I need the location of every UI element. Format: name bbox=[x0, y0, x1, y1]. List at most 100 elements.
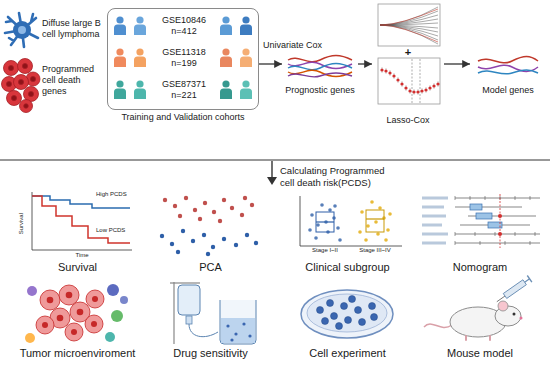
clinical-subgroup-plot bbox=[336, 226, 340, 230]
tumor-cells-icon bbox=[6, 81, 11, 86]
drug-sensitivity-illustration bbox=[226, 322, 251, 341]
tumor-microenvironment-illustration bbox=[86, 290, 104, 308]
mouse-model-illustration bbox=[424, 324, 452, 327]
result-panel: Mouse model bbox=[415, 278, 545, 360]
pca-scatter bbox=[202, 233, 206, 237]
tumor-cells-icon bbox=[14, 75, 29, 90]
pca-scatter bbox=[230, 206, 234, 210]
clinical-subgroup-plot bbox=[300, 196, 402, 246]
lasso-cv-plot bbox=[384, 69, 387, 72]
cell-experiment-illustration bbox=[301, 290, 393, 338]
cell-experiment-illustration bbox=[345, 317, 352, 324]
series-label: High PCDS bbox=[96, 191, 134, 198]
tumor-microenvironment-illustration bbox=[25, 284, 128, 343]
tumor-cells-icon bbox=[8, 65, 13, 70]
drug-sensitivity-illustration bbox=[226, 324, 229, 327]
lasso-cv-plot bbox=[382, 67, 438, 95]
cohort-people-icons bbox=[220, 48, 232, 67]
pca-scatter bbox=[160, 196, 258, 256]
step-caption: Model genes bbox=[466, 85, 550, 96]
tumor-microenvironment-illustration bbox=[92, 296, 98, 302]
cell-experiment-illustration bbox=[307, 294, 387, 332]
series-label: Low PCDS bbox=[96, 227, 134, 234]
pca-scatter bbox=[163, 198, 167, 202]
plus-sign: + bbox=[401, 46, 415, 59]
result-panel: Tumor microenviroment bbox=[15, 278, 140, 360]
cell-experiment-illustration bbox=[301, 290, 393, 338]
lasso-cv-plot bbox=[378, 58, 440, 104]
step-caption: Clinical subgroup bbox=[281, 261, 414, 274]
cell-experiment-illustration bbox=[349, 296, 356, 303]
lasso-cv-plot bbox=[378, 58, 440, 104]
down-arrow bbox=[271, 161, 272, 178]
group-label: Stage I~II bbox=[303, 247, 347, 254]
drug-sensitivity-illustration bbox=[173, 282, 174, 344]
clinical-subgroup-plot bbox=[374, 220, 378, 224]
tumor-microenvironment-illustration bbox=[36, 285, 104, 341]
cell-experiment-illustration bbox=[336, 323, 343, 330]
tumor-microenvironment-illustration bbox=[57, 315, 64, 322]
tumor-microenvironment-illustration bbox=[42, 322, 48, 328]
drug-sensitivity-illustration bbox=[230, 338, 233, 341]
mouse-model-illustration bbox=[498, 301, 508, 311]
flow-arrow bbox=[358, 63, 372, 64]
dlbcl-cell-icon bbox=[5, 13, 38, 47]
clinical-subgroup-plot bbox=[333, 204, 337, 208]
pca-scatter bbox=[218, 219, 222, 223]
cohort-people-icons bbox=[240, 16, 252, 35]
gene-set-step: Prognostic genes bbox=[282, 54, 358, 96]
model-genes-icon bbox=[478, 70, 538, 74]
tumor-cells-icon bbox=[22, 63, 27, 68]
clinical-subgroup-plot bbox=[370, 200, 374, 204]
step-caption: Drug sensitivity bbox=[144, 347, 277, 360]
lasso-step: Lasso-Cox bbox=[372, 2, 444, 126]
cell-experiment-illustration bbox=[317, 307, 324, 314]
lasso-cv-plot bbox=[388, 71, 391, 74]
cell-experiment-illustration bbox=[371, 314, 378, 321]
pca-scatter bbox=[160, 234, 164, 238]
pca-scatter bbox=[222, 198, 226, 202]
drug-sensitivity-illustration bbox=[186, 316, 192, 324]
tumor-microenvironment-illustration bbox=[59, 285, 79, 305]
node-text: Diffuse large B cell lymphoma bbox=[42, 18, 106, 40]
gene-set-step: Model genes bbox=[470, 54, 546, 96]
clinical-subgroup-plot bbox=[358, 230, 362, 234]
clinical-subgroup-plot bbox=[328, 208, 332, 212]
cell-experiment-illustration bbox=[369, 303, 376, 310]
pca-scatter bbox=[198, 217, 202, 221]
pca-scatter bbox=[173, 204, 177, 208]
clinical-subgroup-plot bbox=[366, 224, 370, 228]
clinical-subgroup-plot bbox=[300, 196, 402, 246]
clinical-subgroup-plot bbox=[388, 212, 392, 216]
step-caption: PCA bbox=[144, 261, 277, 274]
tumor-cells-icon bbox=[18, 79, 23, 84]
clinical-subgroup-plot bbox=[316, 223, 320, 227]
prognostic-genes-icon bbox=[288, 56, 352, 77]
lasso-cv-plot bbox=[380, 68, 439, 93]
prognostic-genes-icon bbox=[288, 56, 352, 62]
lasso-cv-plot bbox=[412, 59, 420, 103]
pca-scatter bbox=[203, 201, 207, 205]
drug-sensitivity-illustration bbox=[189, 324, 218, 337]
nomogram-plot bbox=[470, 204, 482, 210]
node-text: GSE11318 n=199 bbox=[159, 47, 209, 69]
nomogram-plot bbox=[498, 232, 502, 236]
tumor-cells-icon bbox=[7, 91, 22, 106]
cohort-people-icons bbox=[220, 16, 232, 35]
dlbcl-cell-icon bbox=[5, 13, 38, 47]
axis-label: Survival bbox=[18, 204, 25, 244]
pca-scatter bbox=[193, 208, 197, 212]
clinical-subgroup-plot bbox=[310, 213, 314, 217]
clinical-subgroup-plot bbox=[376, 232, 380, 236]
cell-experiment-illustration bbox=[331, 313, 338, 320]
clinical-subgroup-plot bbox=[384, 238, 388, 242]
lasso-coefficient-plot bbox=[380, 9, 438, 42]
pca-scatter bbox=[178, 214, 182, 218]
node-text: GSE10846 n=412 bbox=[159, 15, 209, 37]
tumor-cells-icon bbox=[20, 100, 33, 113]
drug-sensitivity-illustration bbox=[170, 282, 200, 283]
clinical-subgroup-plot bbox=[366, 218, 384, 219]
tumor-microenvironment-illustration bbox=[65, 323, 83, 341]
lasso-coefficient-plot bbox=[378, 4, 440, 46]
nomogram-plot bbox=[422, 198, 448, 243]
